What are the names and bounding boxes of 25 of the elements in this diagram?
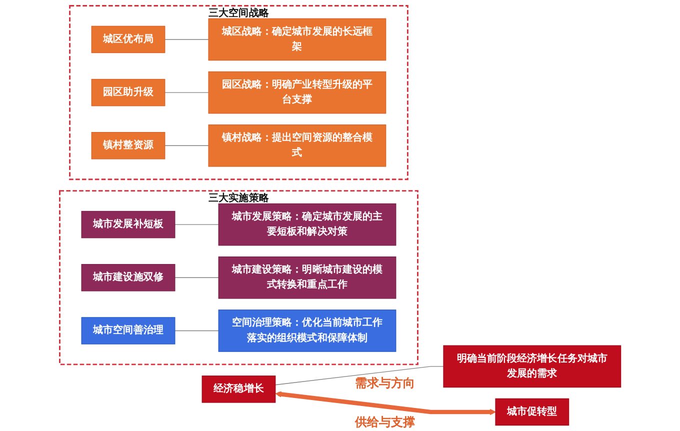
annotation-text: 供给与支撑 <box>355 416 416 430</box>
node-box: 园区战略：明确产业转型升级的平台支撑 <box>208 71 386 114</box>
connector <box>164 145 209 146</box>
annotation-text: 需求与方向 <box>355 376 416 390</box>
node-box: 城市发展补短板 <box>81 210 175 238</box>
node-box: 城市空间善治理 <box>81 317 175 344</box>
node-box: 城区优布局 <box>91 26 165 54</box>
arrow <box>275 391 496 416</box>
node-box: 城市建设施双修 <box>81 264 175 292</box>
connector <box>164 92 209 93</box>
connector <box>174 224 219 225</box>
node-box: 城市发展策略：确定城市发展的主要短板和解决对策 <box>218 203 396 246</box>
node-box: 明确当前阶段经济增长任务对城市发展的需求 <box>442 345 621 388</box>
node-box: 镇村战略：提出空间资源的整合模式 <box>208 124 386 167</box>
node-box: 镇村整资源 <box>91 132 165 160</box>
node-box: 城市促转型 <box>494 398 569 426</box>
connector <box>174 330 219 332</box>
node-box: 园区助升级 <box>91 78 165 106</box>
connector <box>164 39 209 40</box>
node-box: 空间治理策略：优化当前城市工作落实的组织模式和保障体制 <box>218 310 396 352</box>
node-box: 城区战略：确定城市发展的长远框架 <box>208 18 386 61</box>
connector <box>174 277 219 278</box>
connector <box>274 366 444 386</box>
node-box: 经济稳增长 <box>202 376 276 403</box>
node-box: 城市建设策略：明晰城市建设的模式转换和重点工作 <box>218 256 396 299</box>
